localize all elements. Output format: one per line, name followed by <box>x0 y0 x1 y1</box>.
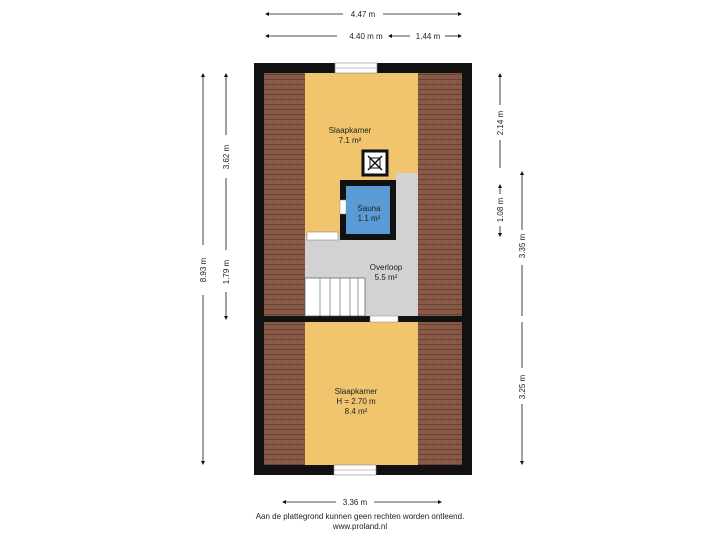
chimney-inner <box>369 157 381 169</box>
dimension-top-right-label: 1.44 m <box>416 32 441 41</box>
roof-slope-right-mid <box>418 173 462 316</box>
dimension-right-a: 2.14 m <box>496 73 505 168</box>
dimension-right-c: 3.35 m <box>518 171 527 316</box>
roof-slope-right-bottom <box>418 322 462 465</box>
roof-slope-left-top <box>264 73 305 236</box>
dimension-top-left-label: 4.40 m m <box>349 32 383 41</box>
roof-slope-right-top <box>418 73 462 173</box>
sauna-area: 1.1 m² <box>358 214 381 223</box>
dimension-bottom: 3.36 m <box>282 498 442 507</box>
svg-text:8.93 m: 8.93 m <box>199 257 208 282</box>
bedroom-top-name: Slaapkamer <box>329 126 372 135</box>
bedroom-bottom-height: H = 2.70 m <box>336 397 376 406</box>
stair-railing <box>306 231 339 241</box>
dimension-top-total: 4.47 m <box>265 10 462 19</box>
dimension-left-upper-label: 3.62 m <box>222 144 231 169</box>
stairs <box>304 277 366 317</box>
bedroom-bottom-floor <box>305 322 418 465</box>
landing-name: Overloop <box>370 263 403 272</box>
sauna-floor <box>346 186 390 234</box>
partition-wall <box>305 316 418 322</box>
door-opening <box>369 315 399 323</box>
bedroom-top-area: 7.1 m² <box>339 136 362 145</box>
sauna-door <box>339 199 347 215</box>
svg-text:2.14 m: 2.14 m <box>496 110 505 135</box>
dimension-top-parts: 4.40 m m 1.44 m <box>265 32 462 41</box>
svg-text:4.47 m: 4.47 m <box>351 10 376 19</box>
sauna-name: Sauna <box>357 204 381 213</box>
svg-text:3.25 m: 3.25 m <box>518 374 527 399</box>
bedroom-bottom-name: Slaapkamer <box>335 387 378 396</box>
roof-slope-left-mid <box>264 236 305 316</box>
dimension-right-b: 1.08 m <box>496 184 505 237</box>
svg-text:3.35 m: 3.35 m <box>518 233 527 258</box>
footer-website[interactable]: www.proland.nl <box>332 522 388 531</box>
landing-area: 5.5 m² <box>375 273 398 282</box>
roof-slope-left-bottom <box>264 322 305 465</box>
dimension-left-total: 8.93 m <box>199 73 208 465</box>
svg-text:1.08 m: 1.08 m <box>496 197 505 222</box>
svg-text:3.36 m: 3.36 m <box>343 498 368 507</box>
dimension-left-parts: 3.62 m 1.79 m <box>222 73 231 320</box>
footer-disclaimer: Aan de plattegrond kunnen geen rechten w… <box>255 512 465 521</box>
dimension-right-d: 3.25 m <box>518 322 527 465</box>
bedroom-bottom-area: 8.4 m² <box>345 407 368 416</box>
dimension-left-lower-label: 1.79 m <box>222 259 231 284</box>
stair-steps <box>319 278 359 316</box>
